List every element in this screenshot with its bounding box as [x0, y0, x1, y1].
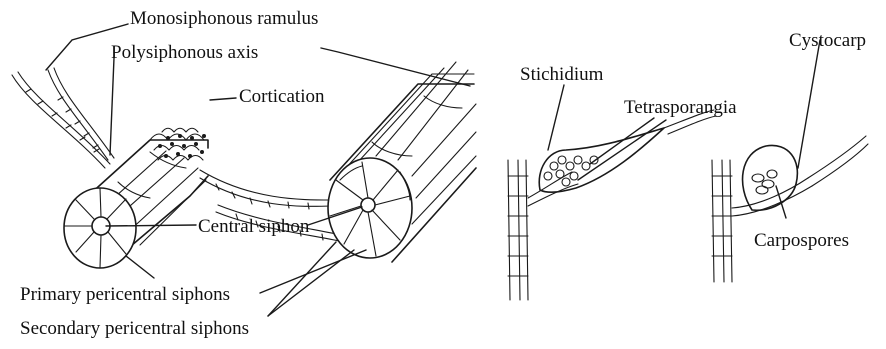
label-secondary-pericentral-siphons: Secondary pericentral siphons [20, 318, 249, 339]
label-central-siphon: Central siphon [198, 216, 310, 237]
cystocarp-drawing [712, 136, 868, 282]
label-cystocarp: Cystocarp [789, 30, 866, 51]
leader-lines [46, 24, 820, 316]
label-primary-pericentral-siphons: Primary pericentral siphons [20, 284, 230, 305]
label-tetrasporangia: Tetrasporangia [624, 97, 737, 118]
cortication-stipple [150, 128, 206, 160]
label-polysiphonous-axis: Polysiphonous axis [111, 42, 258, 63]
middle-cross-section [328, 158, 412, 258]
stichidium-drawing [508, 110, 716, 300]
left-ramulus-upper [48, 68, 114, 160]
middle-axis-drawing [328, 62, 476, 262]
label-carpospores: Carpospores [754, 230, 849, 251]
label-stichidium: Stichidium [520, 64, 604, 85]
label-cortication: Cortication [239, 86, 325, 107]
label-monosiphonous-ramulus: Monosiphonous ramulus [130, 8, 318, 29]
carpospores-cluster [752, 170, 777, 194]
left-ramulus-lower [12, 72, 110, 168]
left-cross-section [64, 188, 136, 268]
labels: Monosiphonous ramulus Polysiphonous axis… [20, 8, 866, 339]
